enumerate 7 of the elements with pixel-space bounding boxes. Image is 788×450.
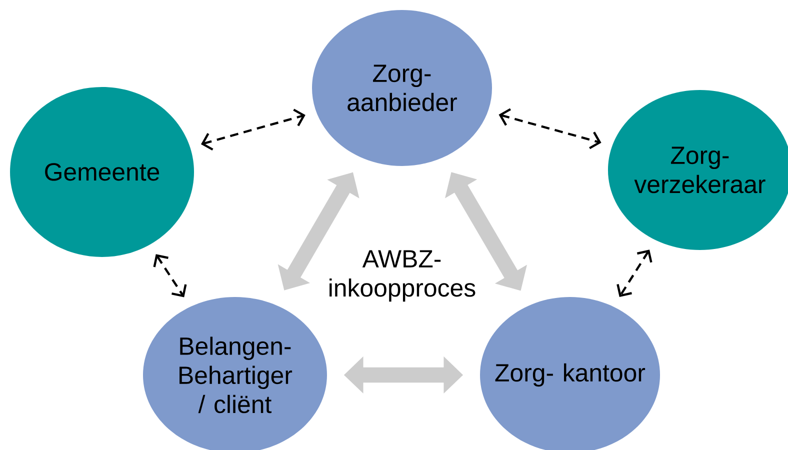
dashed-arrow: [498, 108, 602, 150]
dashed-arrow: [616, 250, 652, 298]
center-label: AWBZ- inkoopproces: [330, 250, 476, 302]
ellipse-node: Gemeente: [10, 86, 194, 257]
dashed-arrow: [200, 108, 306, 151]
dashed-arrow: [153, 254, 187, 298]
ellipse-node: Zorg- aanbieder: [312, 10, 492, 166]
